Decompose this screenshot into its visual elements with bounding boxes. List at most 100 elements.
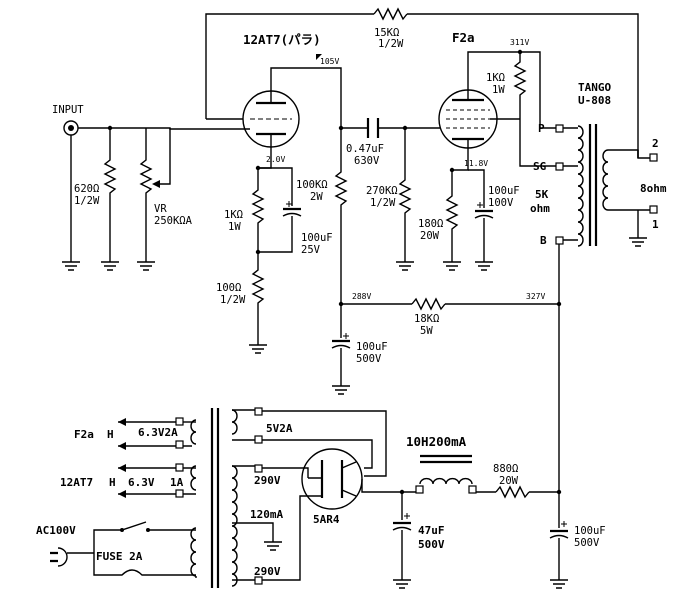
electrolytic-capacitor-cf1	[392, 513, 412, 531]
ot-pin-2: 2	[652, 137, 659, 150]
cc-value: 0.47uF	[346, 143, 384, 155]
electrolytic-capacitor-ck1	[282, 201, 302, 217]
power-switch	[114, 521, 196, 531]
terminal-5v-a	[254, 407, 263, 416]
rl1-rating: 2W	[310, 191, 323, 203]
rp2-rating: 1W	[492, 84, 505, 96]
v2-stage: F2a 311V 1KΩ 1W 11.8V 180Ω 20W	[418, 30, 556, 271]
cf1-value: 47uF	[418, 524, 445, 537]
power-transformer-core	[210, 408, 220, 588]
ground-icon	[475, 261, 493, 271]
resistor-rl1	[334, 128, 348, 304]
rk1-value: 1KΩ	[224, 209, 243, 221]
ground-icon	[629, 237, 647, 247]
ground-icon	[101, 261, 119, 271]
cf2-value: 100uF	[574, 525, 606, 537]
terminal-h1a	[175, 417, 184, 426]
ot-impedance-secondary: 8ohm	[640, 182, 667, 195]
terminal-1	[649, 205, 658, 214]
ot-brand: TANGO	[578, 81, 611, 94]
heater1-h: H	[107, 428, 114, 441]
ground-icon	[550, 579, 568, 589]
rk2-rating: 20W	[420, 230, 440, 242]
heater1-load: F2a	[74, 428, 94, 441]
ck2-value: 100uF	[488, 185, 520, 197]
resistor-rfb	[373, 7, 408, 21]
resistor-rp2	[513, 52, 527, 119]
electrolytic-capacitor-ck2	[474, 202, 494, 219]
ot-impedance-unit: ohm	[530, 202, 550, 215]
terminal-h2b	[175, 489, 184, 498]
terminal-b	[555, 236, 564, 245]
rk1b-value: 100Ω	[216, 282, 241, 294]
v2-plate-voltage: 311V	[510, 38, 529, 47]
cd1-value: 100uF	[356, 341, 388, 353]
ground-icon	[332, 385, 350, 395]
rdrop-value: 18KΩ	[414, 313, 439, 325]
rg2-value: 270KΩ	[366, 185, 398, 197]
rps-rating: 20W	[499, 475, 519, 487]
coupling-capacitor: 0.47uF 630V	[341, 118, 440, 167]
resistor-rg2	[398, 128, 412, 262]
mains-label: AC100V	[36, 524, 76, 537]
rps-value: 880Ω	[493, 463, 518, 475]
vr-value: 250KΩA	[154, 215, 193, 227]
ck1-value: 100uF	[301, 232, 333, 244]
heater2-current: 1A	[170, 476, 184, 489]
node-327: 327V	[526, 292, 545, 301]
choke-icon	[415, 454, 477, 494]
v1-plate-voltage: 105V	[320, 57, 339, 66]
r-in-rating: 1/2W	[74, 195, 100, 207]
terminal-5v-b	[254, 435, 263, 444]
ot-pin-1: 1	[652, 218, 659, 231]
ground-icon	[264, 541, 282, 551]
cd1-rating: 500V	[356, 353, 382, 365]
ground-icon	[137, 261, 155, 271]
ground-icon	[443, 261, 461, 271]
ground-icon	[396, 261, 414, 271]
rl1-value: 100KΩ	[296, 179, 328, 191]
resistor-rk2	[445, 170, 459, 262]
v2-cathode-voltage: 11.8V	[464, 159, 488, 168]
v1-stage: 12AT7(パラ) 105V 2.0V 1KΩ 1W 100uF 25V	[169, 32, 348, 354]
hv-top-voltage: 290V	[254, 474, 281, 487]
input-label: INPUT	[52, 104, 84, 116]
node-288: 288V	[352, 292, 371, 301]
ground-icon	[393, 579, 411, 589]
heater1-rating: 6.3V2A	[138, 426, 178, 439]
ground-icon	[249, 344, 267, 354]
resistor-rk1	[251, 168, 265, 252]
rfb-value: 15KΩ	[374, 27, 399, 39]
heater2-voltage: 6.3V	[128, 476, 155, 489]
electrolytic-capacitor-cd1	[331, 333, 351, 349]
ot-impedance-primary: 5K	[535, 188, 549, 201]
ck2-rating: 100V	[488, 197, 514, 209]
input-jack-icon	[63, 120, 79, 136]
rk1b-rating: 1/2W	[220, 294, 246, 306]
rect-heater-rating: 5V2A	[266, 422, 293, 435]
v2-tube-name: F2a	[452, 30, 475, 45]
terminal-hv-top	[254, 464, 263, 473]
rk2-value: 180Ω	[418, 218, 443, 230]
resistor-r-in	[103, 128, 117, 262]
vr-name: VR	[154, 203, 167, 215]
ot-pin-b: B	[540, 234, 547, 247]
rg2-rating: 1/2W	[370, 197, 396, 209]
input-section: INPUT 620Ω 1/2W VR 250KΩA	[52, 104, 193, 271]
terminal-2	[649, 153, 658, 162]
heater2-h: H	[109, 476, 116, 489]
grid-resistor: 270KΩ 1/2W	[366, 128, 414, 271]
fuse	[114, 569, 196, 576]
cf2-rating: 500V	[574, 537, 600, 549]
feedback-network: 15KΩ 1/2W	[205, 7, 639, 158]
cf1-rating: 500V	[418, 538, 445, 551]
resistor-rdrop	[411, 297, 446, 311]
choke-value: 10H200mA	[406, 434, 467, 449]
rp2-value: 1KΩ	[486, 72, 505, 84]
r-in-value: 620Ω	[74, 183, 99, 195]
hv-bottom-voltage: 290V	[254, 565, 281, 578]
hv-current: 120mA	[250, 508, 283, 521]
b-plus-rail: 288V 327V 18KΩ 5W 100uF 500V	[331, 292, 562, 492]
terminal-sg	[555, 162, 564, 171]
ot-pin-p: P	[538, 122, 545, 135]
